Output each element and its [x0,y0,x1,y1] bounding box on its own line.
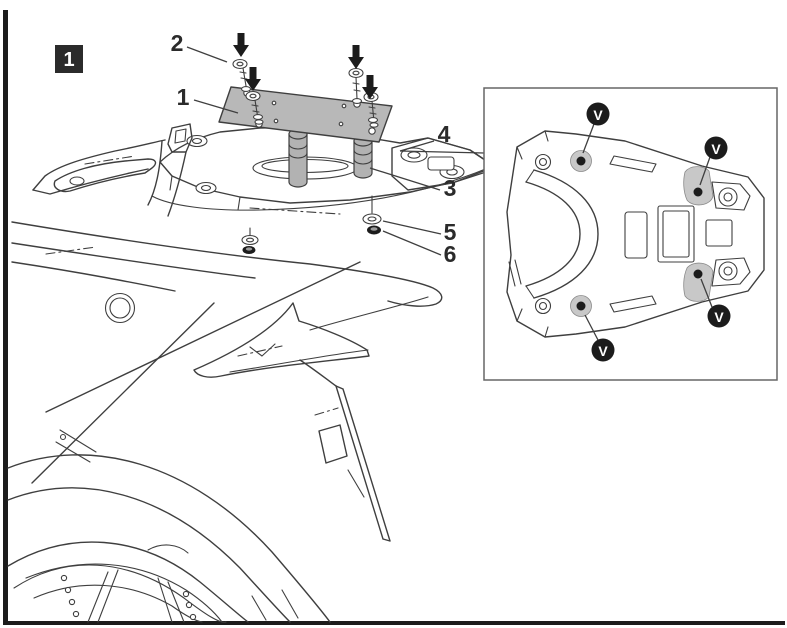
v-marker-icon: V [714,309,724,325]
adapter-plate-assembly [218,33,393,143]
callout-1: 1 [177,84,190,110]
page-border [3,10,785,625]
rear-wheel [7,454,331,623]
grab-rail [32,139,187,217]
v-marker-icon: V [711,141,721,157]
washer-nut-right [362,195,382,235]
callout-5: 5 [444,219,457,245]
motorcycle-line-art [7,123,489,623]
callout-3: 3 [444,175,457,201]
callout-6: 6 [444,241,457,267]
step-badge-label: 1 [63,49,74,71]
callout-2: 2 [171,30,184,56]
inset-detail-box: V V V V [399,87,778,381]
insert-arrow-icon [348,45,364,69]
inset-v-markers: V V V V [582,102,731,362]
v-marker-icon: V [598,343,608,359]
screw-icon [232,58,252,92]
screw-icon [245,90,264,125]
callouts: 2 1 4 3 5 6 [171,30,457,267]
v-marker-icon: V [593,107,603,123]
insert-arrow-icon [245,67,261,91]
step-badge: 1 [55,45,83,73]
callout-4: 4 [438,121,451,147]
insert-arrow-icon [362,75,378,99]
adapter-plate [218,86,393,143]
undertail-fender [193,302,391,542]
screw-icon [348,67,364,104]
tail-fairing [11,221,443,484]
insert-arrow-icon [233,33,249,57]
washer-nut-left [241,227,259,254]
inset-rack-top-view [506,130,765,338]
